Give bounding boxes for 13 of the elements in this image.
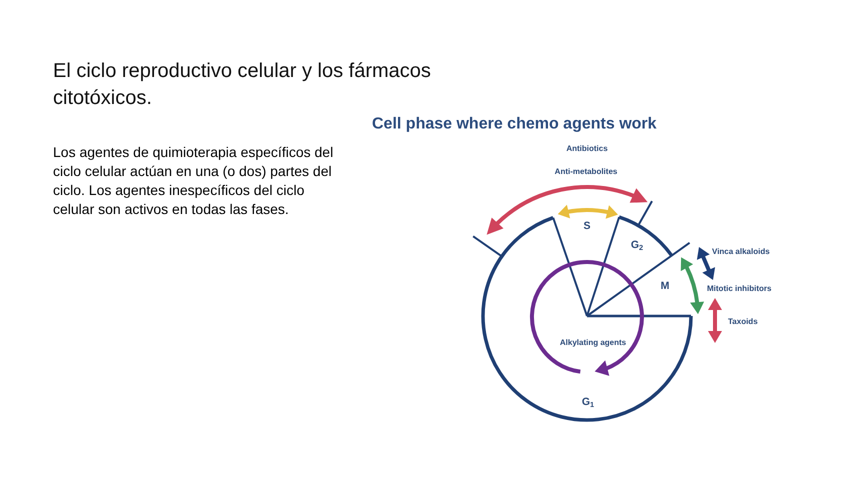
drug-class-label: Antibiotics — [566, 144, 608, 154]
phase-label: G$_{2}$ — [630, 239, 644, 251]
phase-label: M — [660, 280, 670, 292]
drug-class-label: Vinca alkaloids — [712, 247, 770, 257]
body-text: Los agentes de quimioterapia específicos del ciclo celular actúan en una (o dos) partes del ciclo. Los agentes inespecíficos del ciclo celular son activos en todas las fases. — [53, 143, 334, 219]
drug-class-label: Taxoids — [728, 317, 758, 327]
figure-title: Cell phase where chemo agents work — [372, 114, 657, 134]
drug-class-label: Anti-metabolites — [554, 167, 618, 177]
phase-label: S — [584, 220, 590, 232]
drug-class-label: Alkylating agents — [560, 338, 626, 348]
phase-label: G$_{1}$ — [582, 396, 594, 408]
slide-title: El ciclo reproductivo celular y los fármacos citotóxicos. — [53, 59, 432, 111]
drug-class-label: Mitotic inhibitors — [707, 284, 772, 294]
